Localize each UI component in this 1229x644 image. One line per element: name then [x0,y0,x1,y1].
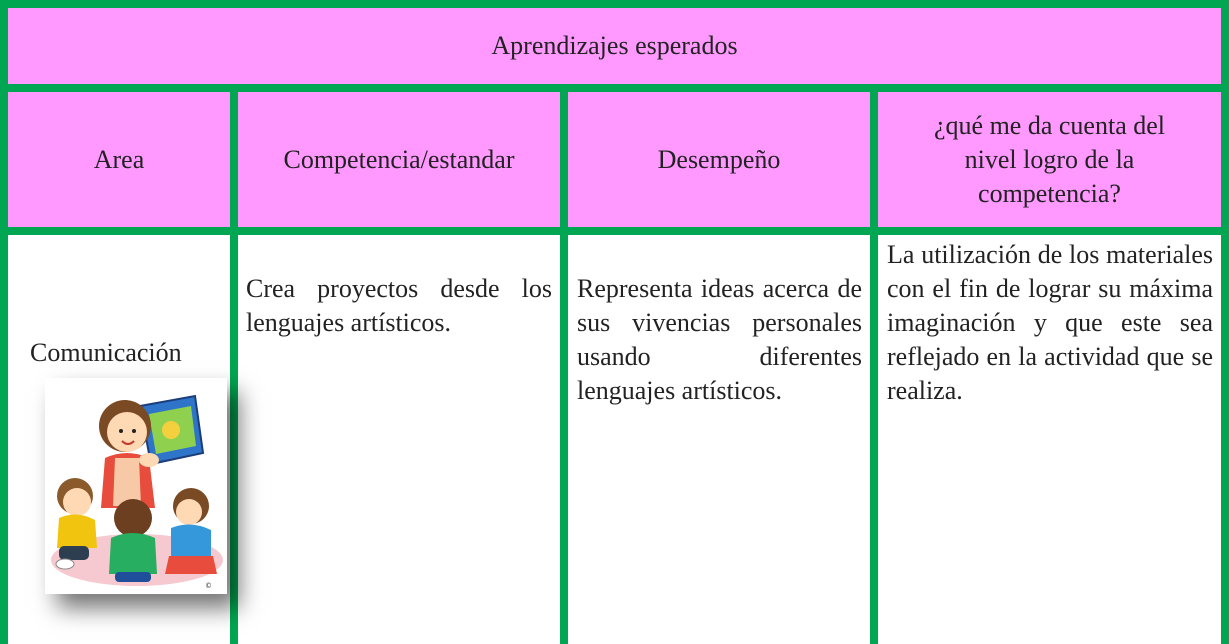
table-title-text: Aprendizajes esperados [491,31,738,60]
cell-area-text: Comunicación [30,338,182,367]
children-reading-image: © [45,378,227,594]
border-top [0,0,1229,8]
cell-competencia-text: Crea proyectos desde los lenguajes artís… [246,274,552,337]
border-col-2 [560,84,568,644]
border-right [1221,0,1229,644]
header-area: Area [8,92,230,227]
border-col-1 [230,84,238,644]
cell-desempeno: Representa ideas acerca de sus vivencias… [568,235,870,644]
header-competencia: Competencia/estandar [238,92,560,227]
header-desempeno: Desempeño [568,92,870,227]
cell-competencia: Crea proyectos desde los lenguajes artís… [238,235,560,644]
border-title-bottom [0,84,1229,92]
header-competencia-text: Competencia/estandar [283,144,515,174]
header-evidencia-text: ¿qué me da cuenta del nivel logro de la … [934,110,1165,208]
svg-text:©: © [205,582,212,590]
cell-evidencia: La utilización de los materiales con el … [878,235,1221,644]
header-evidencia: ¿qué me da cuenta del nivel logro de la … [878,92,1221,227]
border-header-bottom [0,227,1229,235]
children-reading-illustration: © [45,378,227,594]
header-desempeno-text: Desempeño [657,144,781,174]
cell-evidencia-text: La utilización de los materiales con el … [887,240,1213,405]
border-left [0,0,8,644]
border-col-3 [870,84,878,644]
table-title: Aprendizajes esperados [8,8,1221,84]
header-area-text: Area [93,144,145,174]
cell-desempeno-text: Representa ideas acerca de sus vivencias… [577,274,862,405]
